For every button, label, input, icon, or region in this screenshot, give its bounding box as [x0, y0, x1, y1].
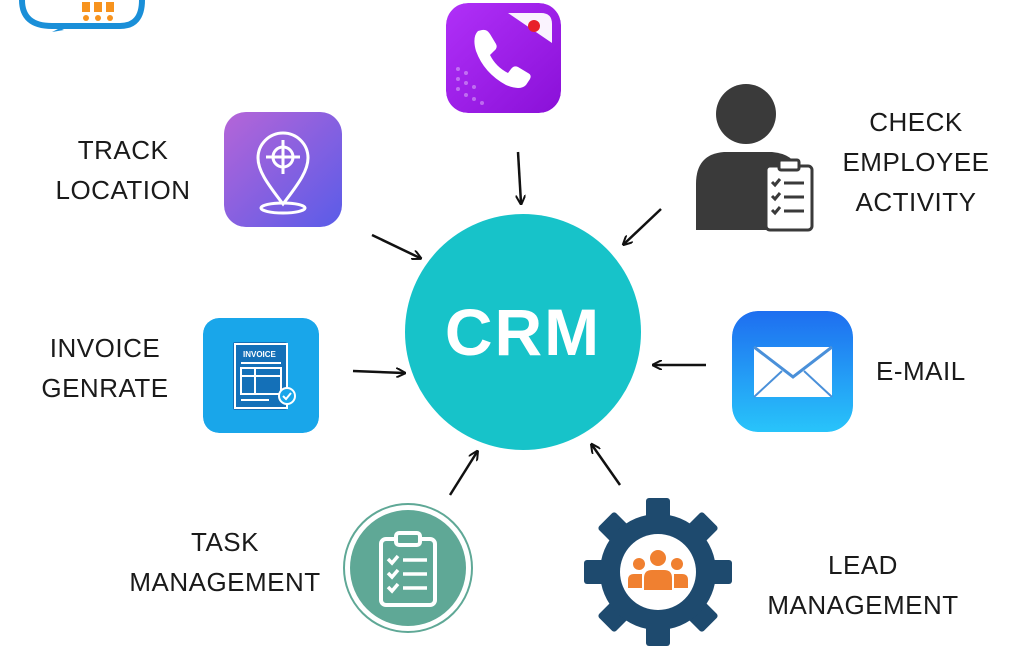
clipboard-checklist-icon [343, 503, 473, 633]
arrow-employee [624, 208, 662, 244]
employee-checklist-icon [694, 84, 816, 236]
task-management-label: TASK MANAGEMENT [122, 522, 328, 602]
check-employee-activity-label: CHECK EMPLOYEE ACTIVITY [840, 102, 992, 222]
gear-people-icon [584, 498, 732, 646]
invoice-label-line2: GENRATE [41, 373, 169, 403]
lead-label-line2: MANAGEMENT [767, 590, 959, 620]
task-label-line1: TASK [191, 527, 259, 557]
employee-label-line2: EMPLOYEE [842, 147, 990, 177]
track-label-line1: TRACK [77, 135, 169, 165]
email-label: E-MAIL [876, 351, 966, 391]
task-label-line2: MANAGEMENT [129, 567, 321, 597]
track-location-label: TRACK LOCATION [50, 130, 196, 210]
invoice-icon: INVOICE [203, 318, 319, 433]
email-label-line1: E-MAIL [876, 356, 966, 386]
arrow-lead [592, 445, 622, 486]
employee-label-line3: ACTIVITY [855, 187, 977, 217]
arrow-call [518, 151, 521, 203]
company-logo [0, 0, 150, 32]
envelope-icon [732, 311, 853, 432]
arrow-task [448, 452, 477, 496]
lead-management-label: LEAD MANAGEMENT [760, 545, 966, 625]
employee-label-line1: CHECK [869, 107, 963, 137]
invoice-genrate-label: INVOICE GENRATE [38, 328, 172, 408]
track-label-line2: LOCATION [55, 175, 191, 205]
arrow-invoice [352, 371, 404, 373]
phone-call-icon [446, 3, 561, 113]
invoice-icon-text: INVOICE [243, 350, 277, 359]
crm-hub: CRM [405, 214, 641, 450]
crm-label: CRM [444, 295, 602, 369]
invoice-label-line1: INVOICE [49, 333, 161, 363]
arrow-track [371, 233, 420, 258]
lead-label-line1: LEAD [828, 550, 898, 580]
location-pin-icon [224, 112, 342, 227]
